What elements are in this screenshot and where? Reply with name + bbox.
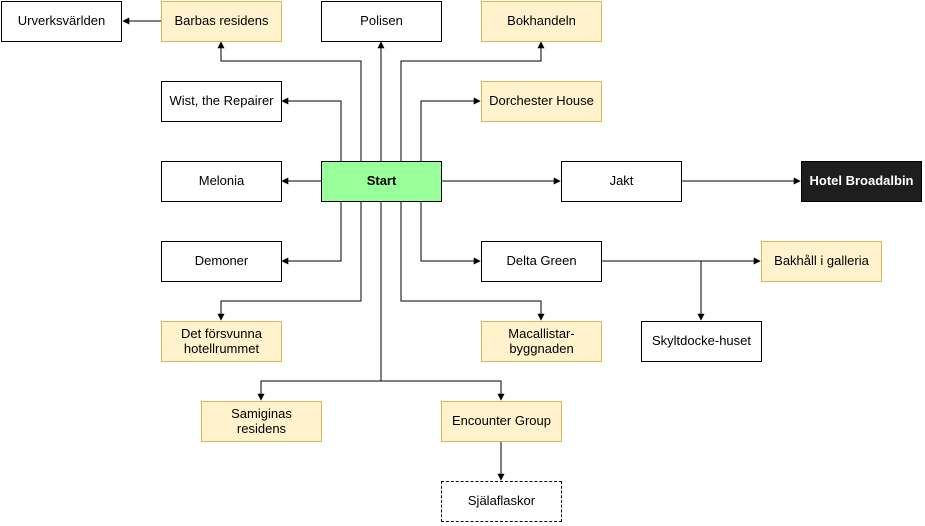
node-delta-green[interactable]: Delta Green [481, 241, 602, 282]
edge-start-barbas [217, 41, 362, 161]
edge-start-samiginas [257, 201, 382, 401]
edge-start-macallistar [400, 201, 545, 321]
node-bokhandeln[interactable]: Bokhandeln [481, 1, 602, 42]
edge-start-dorchester [420, 97, 481, 161]
node-sjalaflaskor[interactable]: Själaflaskor [441, 481, 562, 522]
node-skyltdocke-huset[interactable]: Skyltdocke-huset [641, 321, 762, 362]
node-det-forsvunna-hotellrummet[interactable]: Det försvunna hotellrummet [161, 321, 282, 362]
edge-start-forsvunna [217, 201, 362, 321]
node-polisen[interactable]: Polisen [321, 1, 442, 42]
edge-start-deltagreen [420, 201, 481, 265]
node-label: Hotel Broadalbin [809, 173, 914, 189]
node-label: Melonia [198, 173, 245, 189]
node-label: Urverksvärlden [17, 13, 106, 29]
edge-start-demoner [281, 201, 342, 265]
node-dorchester-house[interactable]: Dorchester House [481, 81, 602, 122]
node-label: Polisen [360, 13, 403, 29]
node-samiginas-residens[interactable]: Samiginas residens [201, 401, 322, 442]
node-label: Samiginas residens [231, 405, 292, 436]
edge-start-wist [281, 97, 342, 161]
node-label: Skyltdocke-huset [652, 333, 751, 349]
node-label: Själaflaskor [467, 493, 536, 509]
node-barbas-residens[interactable]: Barbas residens [161, 1, 282, 42]
node-bakhall-i-galleria[interactable]: Bakhåll i galleria [761, 241, 882, 282]
node-label: Jakt [609, 173, 634, 189]
node-label: Wist, the Repairer [169, 93, 274, 109]
node-label: Start [366, 173, 397, 189]
node-urverksvarlden[interactable]: Urverksvärlden [1, 1, 122, 42]
node-label: Barbas residens [174, 13, 269, 29]
node-label: Bakhåll i galleria [774, 253, 869, 269]
node-label: Demoner [194, 253, 249, 269]
node-melonia[interactable]: Melonia [161, 161, 282, 202]
edge-start-encounter [381, 380, 505, 401]
node-demoner[interactable]: Demoner [161, 241, 282, 282]
node-label: Bokhandeln [507, 13, 576, 29]
node-label: Encounter Group [451, 413, 551, 429]
node-label: Det försvunna hotellrummet [181, 325, 262, 356]
node-label: Delta Green [506, 253, 577, 269]
node-jakt[interactable]: Jakt [561, 161, 682, 202]
node-hotel-broadalbin[interactable]: Hotel Broadalbin [801, 161, 922, 202]
node-wist[interactable]: Wist, the Repairer [161, 81, 282, 122]
node-label: Dorchester House [489, 93, 594, 109]
edge-start-bokhandeln [400, 41, 545, 161]
node-label: Macallistar-byggnaden [508, 325, 575, 356]
node-encounter-group[interactable]: Encounter Group [441, 401, 562, 442]
node-macallistar-byggnaden[interactable]: Macallistar-byggnaden [481, 321, 602, 362]
node-start[interactable]: Start [321, 161, 442, 202]
